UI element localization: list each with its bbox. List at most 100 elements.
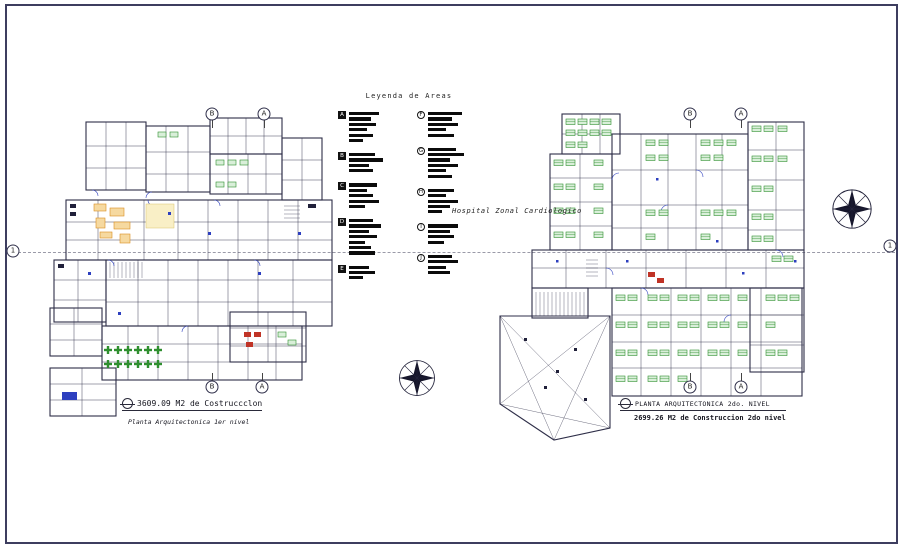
legend-text-bar bbox=[428, 204, 450, 209]
first-floor-title-label: Planta Arquitectonica 1er nivel bbox=[128, 418, 250, 426]
legend-text-bar bbox=[428, 117, 452, 121]
legend-marker: E bbox=[338, 264, 346, 273]
walls-layer bbox=[49, 117, 333, 417]
legend-text-bar bbox=[349, 199, 379, 203]
legend-text-bar bbox=[349, 122, 376, 126]
legend-group: C bbox=[338, 182, 401, 209]
legend-group: H bbox=[417, 187, 480, 214]
first-floor-caption: 3609.09 M2 de Costruccclon Planta Arquit… bbox=[120, 398, 263, 426]
grid-marker-B: B bbox=[683, 107, 697, 121]
legend-text-bar bbox=[349, 245, 371, 250]
legend-text-bar bbox=[428, 265, 446, 269]
legend-text-bar bbox=[349, 188, 367, 192]
legend-text-bar bbox=[349, 219, 373, 223]
legend-text-bar bbox=[349, 133, 373, 137]
legend-text-bar bbox=[349, 169, 373, 173]
legend-bars bbox=[428, 223, 458, 244]
legend-marker: I bbox=[417, 223, 425, 232]
legend-marker: A bbox=[338, 111, 346, 119]
legend-text-bar bbox=[349, 204, 365, 209]
legend-group: I bbox=[417, 223, 480, 244]
legend-text-bar bbox=[349, 128, 367, 132]
door-layer bbox=[91, 189, 261, 333]
legend-text-bar bbox=[428, 169, 446, 173]
legend-bars bbox=[428, 147, 464, 178]
legend-text-bar bbox=[428, 240, 444, 244]
legend-marker: F bbox=[417, 111, 425, 119]
grid-marker-A: A bbox=[734, 107, 748, 121]
legend-bars bbox=[428, 254, 458, 275]
first-floor-plan-drawing bbox=[49, 117, 333, 417]
legend-text-bar bbox=[428, 122, 458, 126]
grid-marker-B: B bbox=[205, 380, 219, 394]
legend-text-bar bbox=[349, 153, 375, 157]
legend-text-bar bbox=[349, 183, 377, 187]
legend-text-bar bbox=[428, 153, 464, 157]
legend-group: G bbox=[417, 146, 480, 178]
second-floor-plan-drawing bbox=[499, 113, 805, 441]
legend-text-bar bbox=[428, 270, 450, 275]
legend-marker: D bbox=[338, 218, 346, 227]
legend-text-bar bbox=[349, 270, 375, 275]
legend-marker: G bbox=[417, 146, 425, 155]
grid-marker-B: B bbox=[205, 107, 219, 121]
partition-layer bbox=[499, 114, 804, 441]
legend-title: Leyenda de Areas bbox=[365, 92, 453, 100]
grid-marker-stub bbox=[741, 373, 742, 381]
legend-text-bar bbox=[349, 158, 383, 162]
legend-bars bbox=[349, 152, 383, 173]
legend-text-bar bbox=[349, 138, 363, 143]
grid-marker-A: A bbox=[257, 107, 271, 121]
legend-marker: J bbox=[417, 253, 425, 262]
legend-bars bbox=[428, 188, 458, 214]
legend-text-bar bbox=[349, 265, 369, 269]
second-floor-title-line: PLANTA ARQUITECTONICA 2do. NIVEL bbox=[618, 398, 786, 411]
legend-bars bbox=[349, 111, 379, 143]
second-floor-title-label: PLANTA ARQUITECTONICA 2do. NIVEL bbox=[635, 399, 770, 408]
legend-text-bar bbox=[349, 112, 379, 116]
legend-text-bar bbox=[349, 163, 369, 167]
legend-group: J bbox=[417, 253, 480, 275]
grid-marker-stub bbox=[212, 373, 213, 381]
grid-marker-stub bbox=[690, 120, 691, 128]
legend-text-bar bbox=[428, 147, 456, 151]
legend-text-bar bbox=[428, 254, 452, 258]
legend-text-bar bbox=[349, 240, 365, 244]
horizontal-axis-centerline bbox=[8, 252, 895, 253]
legend-text-bar bbox=[428, 174, 452, 178]
legend-group: F bbox=[417, 111, 480, 137]
grid-marker-stub bbox=[262, 373, 263, 381]
detail-marker-icon bbox=[618, 398, 633, 409]
legend-text-bar bbox=[428, 199, 458, 203]
legend-text-bar bbox=[428, 224, 458, 228]
compass-rose-icon bbox=[832, 189, 872, 229]
legend-marker: B bbox=[338, 152, 346, 161]
legend-text-bar bbox=[349, 235, 377, 239]
legend-text-bar bbox=[349, 224, 381, 228]
grid-marker-B: B bbox=[683, 380, 697, 394]
legend-text-bar bbox=[428, 210, 442, 214]
legend-text-bar bbox=[349, 117, 371, 121]
compass-rose-icon bbox=[399, 360, 435, 396]
grid-marker-A: A bbox=[734, 380, 748, 394]
legend-text-bar bbox=[349, 251, 375, 255]
grid-marker-stub bbox=[690, 373, 691, 381]
legend-text-bar bbox=[428, 194, 446, 198]
legend-bars bbox=[428, 111, 462, 137]
legend-text-bar bbox=[428, 112, 462, 116]
partition-layer bbox=[50, 118, 332, 416]
grid-marker-stub bbox=[264, 120, 265, 128]
legend-text-bar bbox=[349, 276, 363, 280]
grid-marker-stub bbox=[212, 120, 213, 128]
legend-text-bar bbox=[428, 133, 454, 137]
legend-group: B bbox=[338, 152, 401, 173]
legend-text-bar bbox=[428, 188, 454, 192]
second-floor-area-label: 2699.26 M2 de Construccion 2do nivel bbox=[634, 414, 786, 422]
grid-marker-stub bbox=[741, 120, 742, 128]
first-floor-area-label: 3609.09 M2 de Costruccclon bbox=[137, 399, 263, 408]
